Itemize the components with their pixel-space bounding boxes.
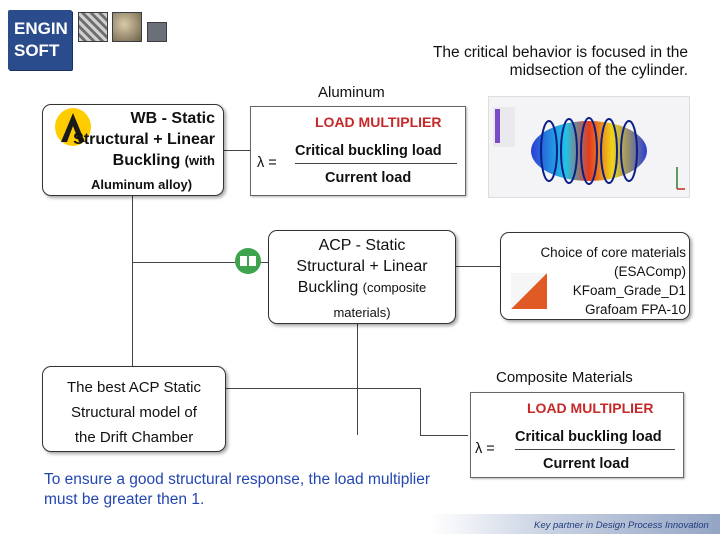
- acp-title-suffix: (composite: [362, 280, 427, 295]
- connector-right: [358, 388, 420, 389]
- logo-line1: ENGIN: [14, 19, 68, 38]
- wb-title-2: Structural + Linear: [73, 131, 215, 148]
- core-materials-box: Choice of core materials (ESAComp) KFoam…: [500, 232, 690, 320]
- lm-bottom-numerator: Critical buckling load: [515, 429, 662, 445]
- connector-to-lm-bottom: [420, 435, 468, 436]
- lm-bottom-title: LOAD MULTIPLIER: [527, 400, 654, 416]
- core-line3: KFoam_Grade_D1: [572, 283, 686, 298]
- acp-module-icon: [235, 248, 261, 274]
- connector-acp-to-core: [455, 266, 500, 267]
- aluminum-label: Aluminum: [318, 84, 385, 101]
- acp-subtitle: materials): [333, 305, 391, 320]
- lm-top-fraction-bar: [295, 163, 457, 164]
- connector-acp-down: [357, 323, 358, 435]
- header-thumbnail-2: [112, 12, 142, 42]
- ansys-logo-icon: [55, 108, 91, 146]
- lm-top-title: LOAD MULTIPLIER: [315, 114, 442, 130]
- header-thumbnail-3: [147, 22, 167, 42]
- wb-title-1: WB - Static: [130, 110, 215, 127]
- lm-top-numerator: Critical buckling load: [295, 143, 442, 159]
- connector-wb-to-lm: [224, 150, 250, 151]
- acp-title-2: Structural + Linear: [296, 258, 428, 275]
- core-line4: Grafoam FPA-10: [584, 302, 686, 317]
- footer-band: [430, 514, 720, 534]
- esacomp-logo-icon: [511, 273, 547, 309]
- core-line1: Choice of core materials: [540, 245, 686, 260]
- buckling-result-graphic: [493, 107, 685, 190]
- lm-top-denominator: Current load: [325, 170, 412, 186]
- acp-title-3: Buckling: [297, 279, 359, 296]
- load-multiplier-bottom: LOAD MULTIPLIER λ = Critical buckling lo…: [470, 392, 684, 478]
- logo-line2: SOFT: [14, 41, 60, 60]
- wb-static-box: WB - Static Structural + Linear Buckling…: [42, 104, 224, 196]
- bottom-note: To ensure a good structural response, th…: [44, 471, 430, 508]
- lm-top-lambda: λ =: [257, 155, 277, 171]
- top-note: The critical behavior is focused in the …: [432, 44, 688, 79]
- cylinder-simulation-image: [488, 96, 690, 198]
- composite-label: Composite Materials: [496, 369, 633, 386]
- best-line3: the Drift Chamber: [74, 429, 194, 446]
- lm-bottom-fraction-bar: [515, 449, 675, 450]
- acp-title-1: ACP - Static: [318, 237, 406, 254]
- connector-riser: [420, 388, 421, 435]
- wb-title-3: Buckling: [112, 152, 181, 169]
- best-line1: The best ACP Static: [67, 379, 201, 396]
- acp-static-box: ACP - Static Structural + Linear Bucklin…: [268, 230, 456, 324]
- lm-bottom-denominator: Current load: [543, 456, 630, 472]
- best-line2: Structural model of: [71, 404, 197, 421]
- enginsoft-logo: ENGIN SOFT: [8, 10, 72, 70]
- header-thumbnail-1: [78, 12, 108, 42]
- lm-bottom-lambda: λ =: [475, 441, 495, 457]
- connector-to-best: [226, 388, 358, 389]
- footer-tagline: Key partner in Design Process Innovation: [534, 520, 709, 531]
- wb-title-suffix: (with: [184, 153, 215, 168]
- connector-wb-down: [132, 193, 133, 368]
- load-multiplier-top: LOAD MULTIPLIER λ = Critical buckling lo…: [250, 106, 466, 196]
- best-acp-box: The best ACP Static Structural model of …: [42, 366, 226, 452]
- core-line2: (ESAComp): [613, 264, 686, 279]
- connector-to-acp: [132, 262, 268, 263]
- wb-subtitle: Aluminum alloy): [91, 177, 193, 192]
